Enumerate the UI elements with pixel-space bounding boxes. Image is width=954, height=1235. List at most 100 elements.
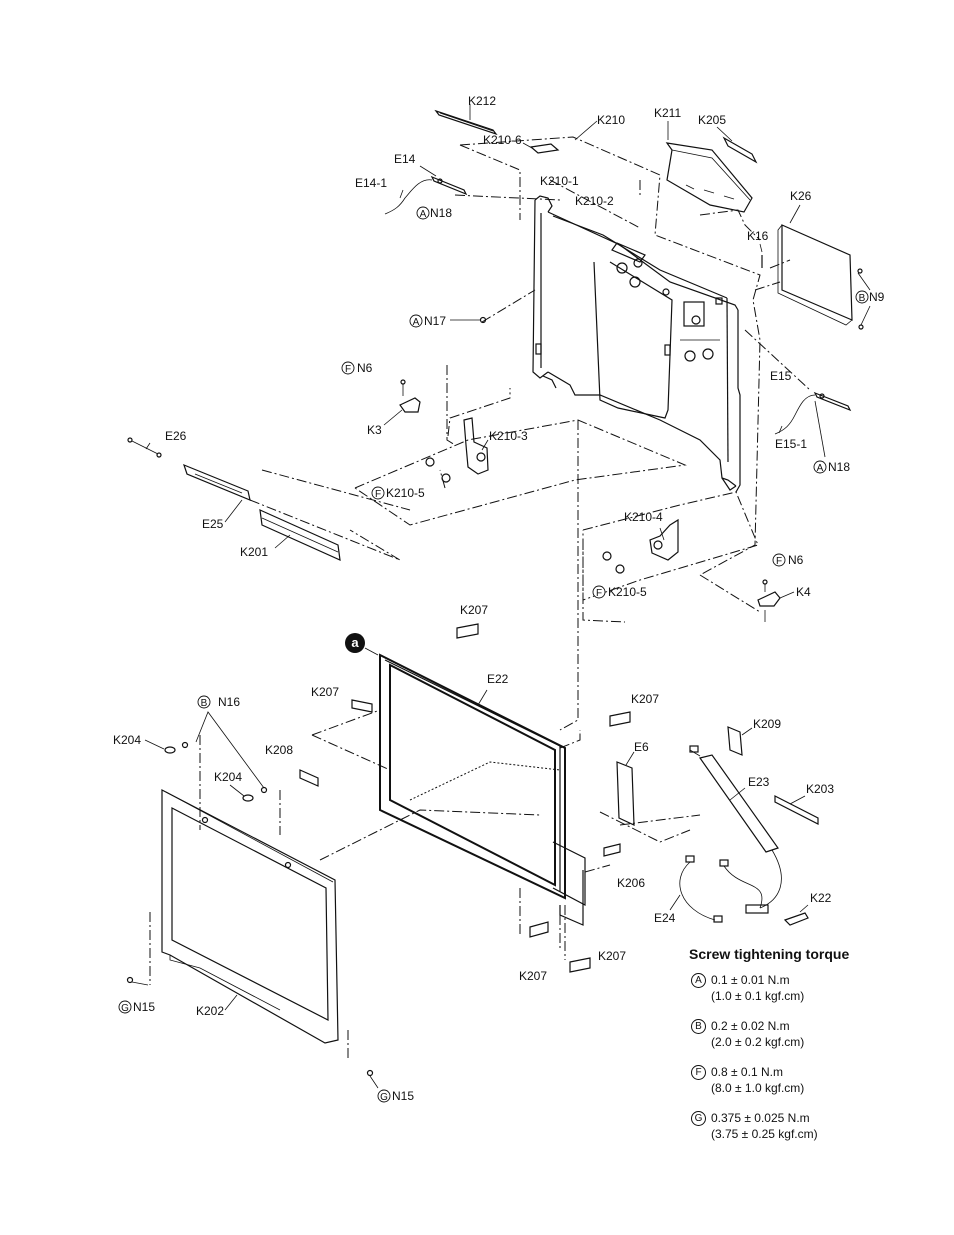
label-k212: K212 — [468, 94, 496, 108]
label-e6: E6 — [634, 740, 649, 754]
part-k22 — [783, 904, 809, 926]
label-k207-right: K207 — [631, 692, 659, 706]
torque-item-f: F 0.8 ± 0.1 N.m (8.0 ± 1.0 kgf.cm) — [689, 1064, 929, 1096]
torque-item-b: B 0.2 ± 0.02 N.m (2.0 ± 0.2 kgf.cm) — [689, 1018, 929, 1050]
part-e26 — [127, 437, 162, 458]
part-e6 — [616, 751, 635, 826]
label-e24: E24 — [654, 911, 676, 925]
label-k210-4: K210-4 — [624, 510, 663, 524]
svg-text:A: A — [413, 317, 420, 328]
badge-a-n18-right: A — [813, 460, 827, 474]
label-k3: K3 — [367, 423, 382, 437]
part-k202-bezel — [161, 789, 339, 1044]
badge-f-n6-left: F — [341, 361, 355, 375]
badge-b-n9: B — [855, 290, 869, 304]
torque-alt-a: (1.0 ± 0.1 kgf.cm) — [711, 989, 805, 1003]
part-e23 — [689, 745, 782, 909]
label-k210-2: K210-2 — [575, 194, 614, 208]
part-k16 — [759, 243, 763, 268]
badge-g-n15-left: G — [118, 1000, 132, 1014]
label-k210-5-left: K210-5 — [386, 486, 425, 500]
part-k210-back-cover — [532, 195, 741, 493]
label-k204-mid: K204 — [214, 770, 242, 784]
part-k210-4 — [602, 518, 679, 574]
label-k207-left: K207 — [311, 685, 339, 699]
torque-item-g: G 0.375 ± 0.025 N.m (3.75 ± 0.25 kgf.cm) — [689, 1110, 929, 1142]
part-k210-3 — [425, 417, 489, 483]
label-k204-left: K204 — [113, 733, 141, 747]
label-k16: K16 — [747, 229, 769, 243]
svg-text:G: G — [121, 1003, 129, 1014]
label-k203: K203 — [806, 782, 834, 796]
label-e22: E22 — [487, 672, 509, 686]
part-k3 — [383, 379, 421, 426]
label-k4: K4 — [796, 585, 811, 599]
part-k208 — [299, 769, 319, 787]
torque-badge-a: A — [691, 973, 706, 988]
label-e14-1: E14-1 — [355, 176, 387, 190]
torque-badge-b: B — [691, 1019, 706, 1034]
torque-value-g: 0.375 ± 0.025 N.m — [711, 1111, 810, 1125]
torque-alt-g: (3.75 ± 0.25 kgf.cm) — [711, 1127, 818, 1141]
label-k205: K205 — [698, 113, 726, 127]
part-k203 — [774, 795, 819, 825]
marker-a-label: a — [351, 635, 359, 650]
svg-text:F: F — [345, 364, 351, 375]
part-k26 — [777, 204, 871, 330]
label-k211: K211 — [654, 106, 681, 120]
svg-text:F: F — [596, 588, 602, 599]
torque-item-a: A 0.1 ± 0.01 N.m (1.0 ± 0.1 kgf.cm) — [689, 972, 929, 1004]
torque-title: Screw tightening torque — [689, 946, 850, 962]
part-e15 — [774, 391, 852, 458]
label-e14: E14 — [394, 152, 416, 166]
label-n6-left: N6 — [357, 361, 373, 375]
torque-value-b: 0.2 ± 0.02 N.m — [711, 1019, 790, 1033]
part-e24 — [669, 855, 769, 923]
label-k201: K201 — [240, 545, 268, 559]
label-k207-bottom-right: K207 — [598, 949, 626, 963]
label-n9: N9 — [869, 290, 885, 304]
svg-text:F: F — [776, 556, 782, 567]
label-n17: N17 — [424, 314, 446, 328]
torque-value-f: 0.8 ± 0.1 N.m — [711, 1065, 783, 1079]
label-e25: E25 — [202, 517, 224, 531]
label-e15-1: E15-1 — [775, 437, 807, 451]
part-k212 — [434, 104, 498, 136]
torque-alt-f: (8.0 ± 1.0 kgf.cm) — [711, 1081, 805, 1095]
svg-text:B: B — [859, 293, 866, 304]
badge-f-k210-5-left: F — [371, 486, 385, 500]
screws-n15 — [126, 976, 379, 1089]
badge-b-n16: B — [197, 695, 211, 709]
label-k22: K22 — [810, 891, 832, 905]
svg-text:A: A — [817, 463, 824, 474]
svg-text:A: A — [420, 209, 427, 220]
label-n18-a: N18 — [430, 206, 452, 220]
label-n6-right: N6 — [788, 553, 804, 567]
badge-a-n18-top: A — [416, 206, 430, 220]
part-k209 — [727, 726, 753, 756]
part-k205 — [716, 126, 758, 164]
label-k207-top: K207 — [460, 603, 488, 617]
part-k207-tags — [351, 623, 631, 973]
label-k210-6: K210-6 — [483, 133, 522, 147]
part-k201 — [259, 509, 341, 561]
label-k206: K206 — [617, 876, 645, 890]
svg-text:F: F — [375, 489, 381, 500]
label-k209: K209 — [753, 717, 781, 731]
badge-a-n17: A — [409, 314, 423, 328]
part-k211 — [665, 121, 753, 213]
badge-f-k210-5-right: F — [592, 585, 606, 599]
label-e23: E23 — [748, 775, 770, 789]
label-e15: E15 — [770, 369, 792, 383]
marker-a — [345, 633, 365, 653]
torque-value-a: 0.1 ± 0.01 N.m — [711, 973, 790, 987]
label-n15-right: N15 — [392, 1089, 414, 1103]
screw-n17 — [450, 316, 487, 324]
label-k208: K208 — [265, 743, 293, 757]
badge-g-n15-right: G — [377, 1089, 391, 1103]
label-k210: K210 — [597, 113, 625, 127]
label-k202: K202 — [196, 1004, 224, 1018]
label-k210-3: K210-3 — [489, 429, 528, 443]
